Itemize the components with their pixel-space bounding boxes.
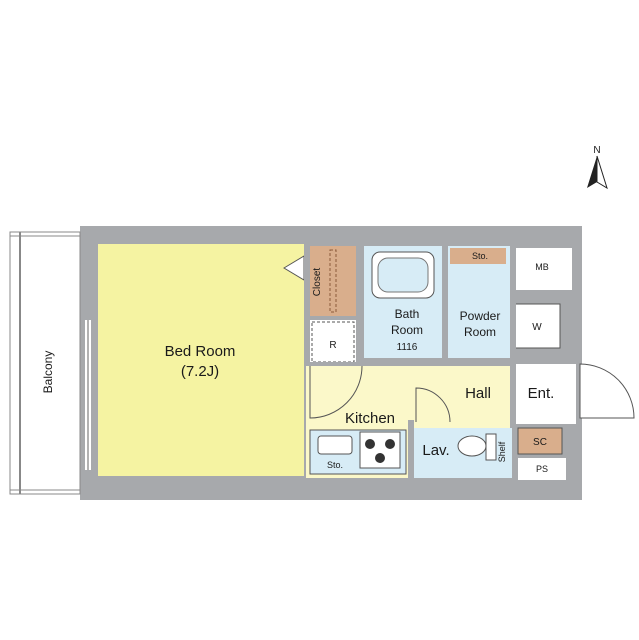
burner-1 [365,439,375,449]
bath-label-2: Room [391,323,423,337]
balcony-area [9,231,81,495]
toilet-tank [485,433,497,461]
bath-size: 1116 [397,342,418,353]
burner-3 [375,453,385,463]
washer-label: W [532,322,542,333]
bedroom-size: (7.2J) [181,363,219,380]
washer-area [513,303,561,349]
entrance-label: Ent. [528,385,555,402]
kitchen-label: Kitchen [345,410,395,427]
balcony-label: Balcony [41,351,55,394]
entrance-floor [514,364,576,424]
hall-floor [446,362,510,422]
bath-label-1: Bath [395,307,420,321]
hall-label: Hall [465,385,491,402]
shoe-closet-area [517,427,563,455]
compass: N [587,145,608,190]
powder-floor [446,246,510,358]
burner-2 [385,439,395,449]
top-storage [450,248,506,264]
lavatory-label: Lav. [422,442,449,459]
fridge-label: R [329,340,336,351]
sink [317,435,353,455]
kitchen-storage-label: Sto. [327,460,343,470]
fridge-area [310,320,356,364]
bathtub-inner [377,257,429,293]
closet-area [310,246,356,316]
meter-box-label: MB [535,262,549,272]
hall-door-swing [415,387,451,423]
meter-box-area [516,248,572,290]
interior-walls [304,244,516,480]
top-storage-label: Sto. [472,251,488,261]
bedroom-floor [98,244,304,476]
pipe-space-label: PS [536,464,548,474]
pipe-space-area [518,458,566,480]
bedroom-name: Bed Room [165,343,236,360]
toilet [457,435,487,457]
shoe-closet-label: SC [533,437,547,448]
closet-rod [329,249,337,313]
compass-needle-light [596,155,608,190]
closet-label: Closet [312,268,323,297]
entrance-door-swing [579,363,635,419]
shelf-label: Shelf [497,441,507,462]
kitchen-door-swing [309,365,363,419]
compass-label: N [593,145,600,156]
powder-label-1: Powder [460,309,501,323]
powder-label-2: Room [464,325,496,339]
